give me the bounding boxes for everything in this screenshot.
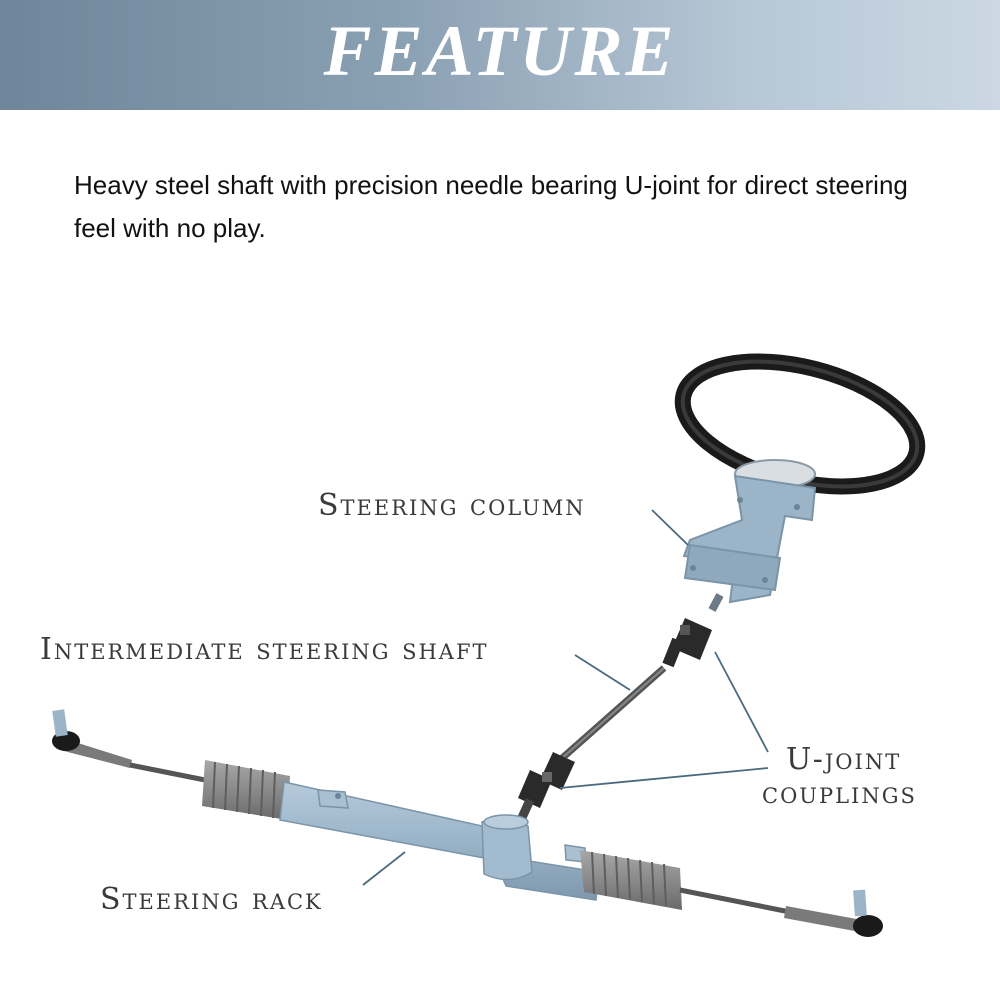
leader-line-u-joint-upper (714, 651, 769, 753)
leader-line-intermediate-shaft (574, 654, 631, 691)
label-u-joint-line2: couplings (762, 776, 917, 811)
intermediate-shaft (557, 665, 667, 763)
steering-column (682, 459, 817, 612)
leader-line-steering-rack (362, 851, 406, 886)
page-title: FEATURE (323, 10, 677, 91)
lower-u-joint (515, 752, 575, 824)
label-steering-rack: Steering rack (100, 882, 323, 917)
header-banner: FEATURE (0, 0, 1000, 110)
upper-u-joint (662, 618, 712, 668)
steering-system-diagram (52, 353, 926, 937)
label-u-joint-line1: U-joint (786, 742, 902, 777)
leader-line-steering-column (651, 509, 689, 546)
label-steering-column: Steering column (318, 488, 586, 523)
leader-lines (362, 509, 769, 886)
leader-line-u-joint-lower (559, 767, 769, 789)
feature-description: Heavy steel shaft with precision needle … (74, 170, 908, 243)
steering-rack (52, 709, 883, 937)
label-intermediate-shaft: Intermediate steering shaft (40, 632, 489, 667)
